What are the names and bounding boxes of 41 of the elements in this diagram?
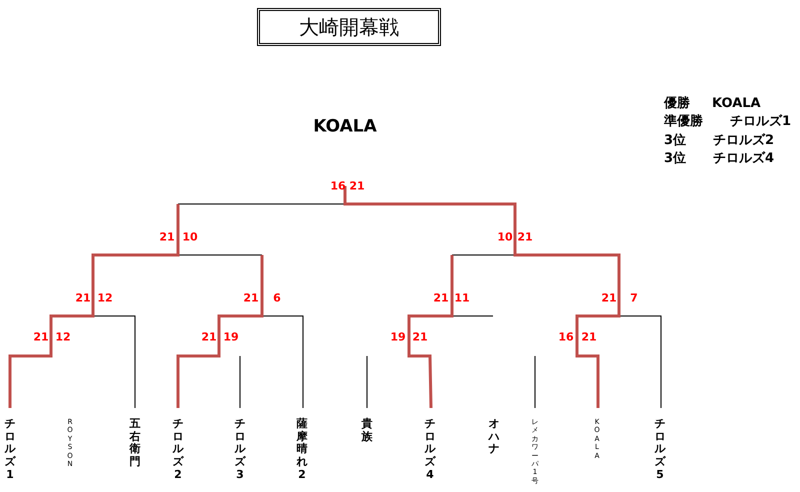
- score: 19: [390, 332, 406, 342]
- score: 21: [517, 232, 533, 242]
- score: 6: [273, 292, 281, 304]
- title-box: 大崎開幕戦: [257, 8, 441, 46]
- score: 21: [201, 332, 217, 342]
- score: 21: [412, 332, 428, 342]
- score: 19: [223, 332, 239, 342]
- team-name: 五右衛門: [128, 418, 142, 469]
- team-name: チロルズ4: [713, 152, 774, 165]
- team-name: オハナ: [488, 418, 500, 456]
- score: 21: [33, 332, 49, 342]
- champion-name: KOALA: [313, 118, 377, 136]
- score: 7: [630, 292, 638, 304]
- score: 12: [97, 292, 113, 304]
- score: 10: [497, 232, 513, 242]
- place-label: 優勝: [664, 97, 690, 110]
- place-label: 準優勝: [664, 115, 703, 128]
- score: 21: [349, 180, 365, 192]
- team-name: チロルズ2: [713, 134, 774, 147]
- team-name: 薩摩晴れ2: [296, 418, 308, 482]
- score: 21: [243, 292, 259, 304]
- team-name: 貴族: [360, 418, 374, 444]
- team-name: チロルズ1: [730, 115, 792, 128]
- score: 10: [182, 232, 198, 242]
- score: 16: [558, 332, 574, 342]
- team-name: チロルズ3: [234, 418, 246, 482]
- score: 12: [55, 332, 71, 342]
- team-name: チロルズ2: [172, 418, 184, 482]
- place-label: 3位: [664, 134, 686, 147]
- score: 21: [159, 232, 175, 242]
- score: 21: [433, 292, 449, 304]
- score: 16: [330, 180, 346, 192]
- score: 11: [454, 292, 470, 304]
- score: 21: [581, 332, 597, 342]
- score: 21: [601, 292, 617, 304]
- team-name: チロルズ5: [654, 418, 666, 482]
- team-name: チロルズ1: [4, 418, 16, 482]
- score: 21: [75, 292, 91, 304]
- place-label: 3位: [664, 152, 686, 165]
- team-name: チロルズ4: [424, 418, 436, 482]
- team-name: KOALA: [712, 97, 761, 110]
